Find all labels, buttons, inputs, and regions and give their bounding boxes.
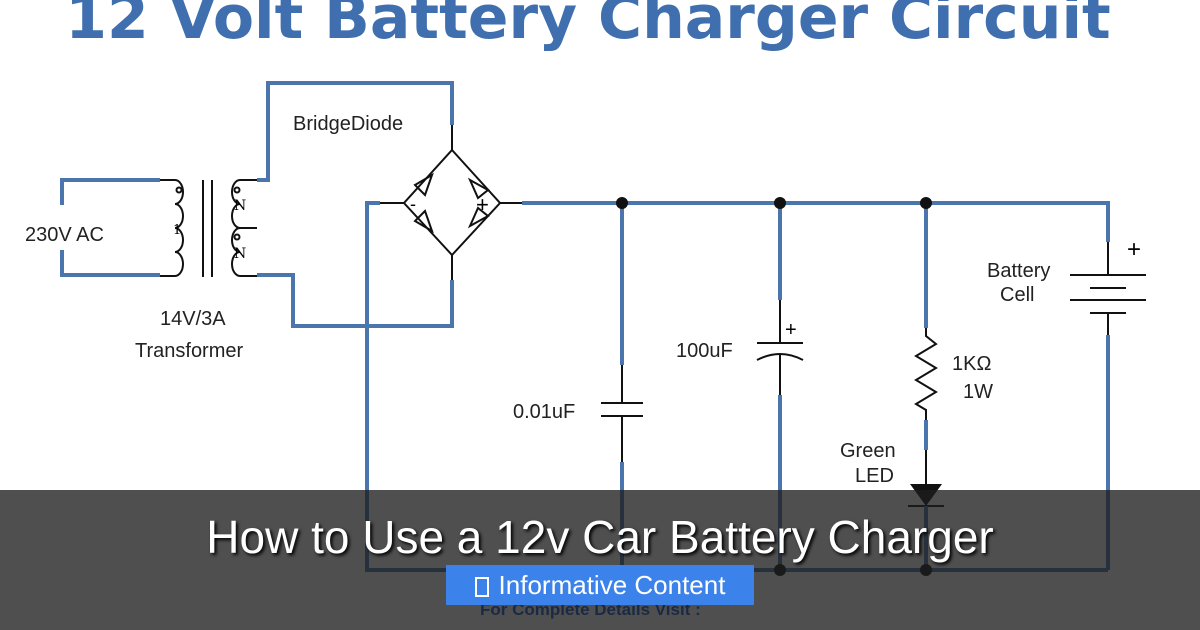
input-label: 230V AC <box>25 224 104 246</box>
transformer-label: Transformer <box>135 340 244 362</box>
diagram-title: 12 Volt Battery Charger Circuit <box>65 0 1110 53</box>
coil-label-1: 1 <box>173 223 181 238</box>
coil-label-n2: N <box>234 246 246 262</box>
led-color-label: Green <box>840 440 896 462</box>
coil-label-n1: N <box>234 198 246 214</box>
cap-plus: + <box>785 319 797 341</box>
bridge-rectifier: - + <box>380 148 522 257</box>
transformer: 1 N N <box>160 179 257 277</box>
transformer-rating: 14V/3A <box>160 308 226 330</box>
resistor-power: 1W <box>963 381 993 403</box>
square-icon <box>474 577 489 597</box>
led-label: LED <box>855 465 894 487</box>
category-badge[interactable]: Informative Content <box>446 565 754 605</box>
headline: How to Use a 12v Car Battery Charger <box>206 511 994 563</box>
resistor-value: 1KΩ <box>952 353 991 375</box>
caption-overlay <box>0 490 1200 630</box>
battery-label-1: Battery <box>987 260 1050 282</box>
bridge-minus: - <box>410 194 416 214</box>
battery-plus: + <box>1127 236 1141 263</box>
bridge-label: BridgeDiode <box>293 113 403 135</box>
bridge-plus: + <box>476 192 489 217</box>
cap-small-label: 0.01uF <box>513 401 575 423</box>
positive-rail <box>522 201 1110 242</box>
badge-label: Informative Content <box>498 570 726 600</box>
battery-label-2: Cell <box>1000 284 1034 306</box>
input-wires <box>60 178 160 277</box>
cap-large-label: 100uF <box>676 340 733 362</box>
